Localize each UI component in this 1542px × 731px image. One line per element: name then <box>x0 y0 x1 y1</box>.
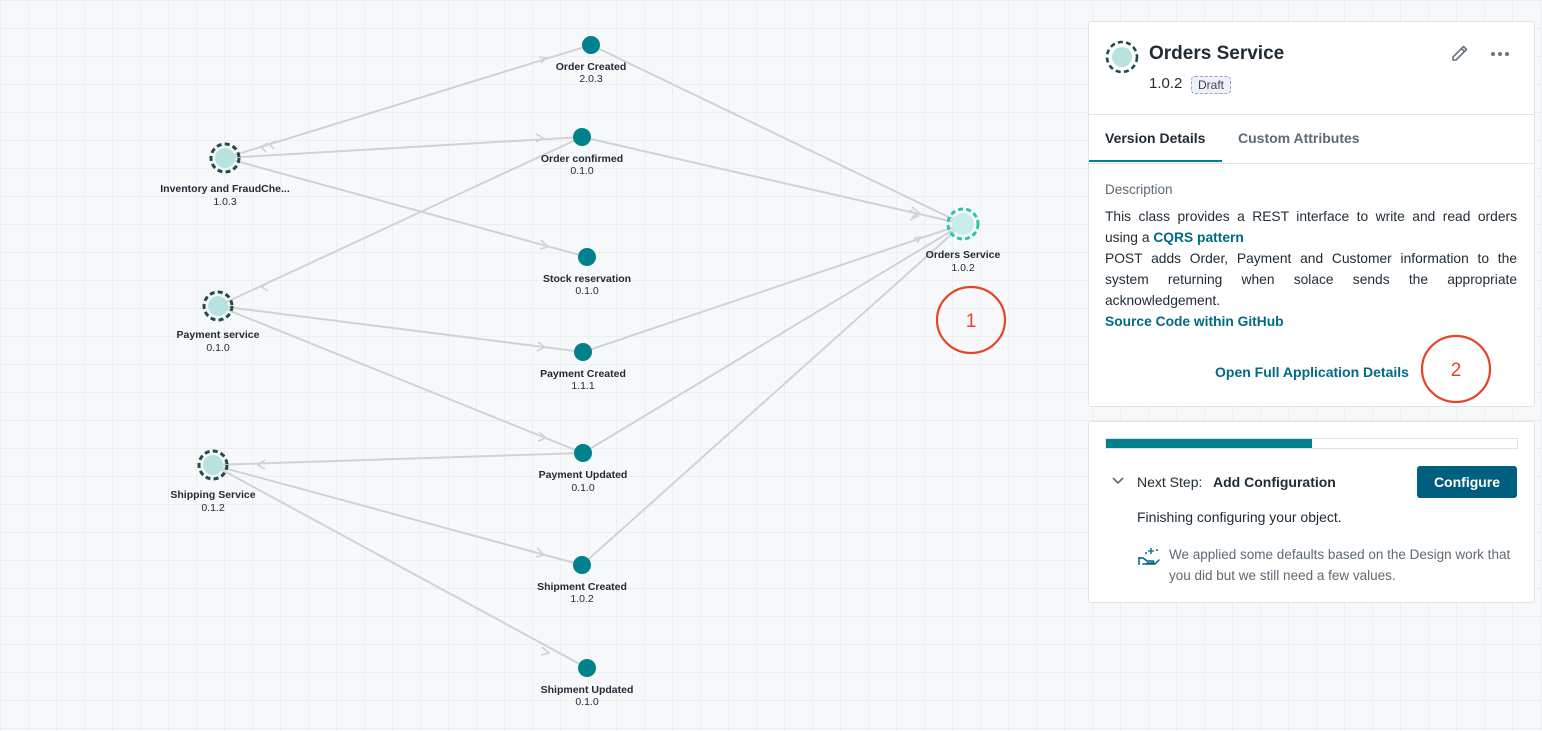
description-label: Description <box>1105 182 1173 197</box>
page-title: Orders Service <box>1149 43 1285 64</box>
next-step-value: Add Configuration <box>1213 474 1336 490</box>
application-node-icon <box>1105 40 1139 74</box>
svg-text:0.1.0: 0.1.0 <box>571 482 595 494</box>
svg-text:2.0.3: 2.0.3 <box>579 73 603 85</box>
svg-text:0.1.0: 0.1.0 <box>575 285 599 297</box>
svg-text:Payment service: Payment service <box>177 329 260 341</box>
svg-text:Shipment Updated: Shipment Updated <box>541 684 634 696</box>
description-line-1: This class provides a REST interface to … <box>1105 209 1517 245</box>
svg-text:1.1.1: 1.1.1 <box>571 380 595 392</box>
pencil-icon[interactable] <box>1449 43 1471 65</box>
event-node-order-confirmed[interactable]: Order confirmed 0.1.0 <box>541 128 623 177</box>
event-graph-canvas[interactable]: Order Created 2.0.3 Order confirmed 0.1.… <box>0 0 1080 731</box>
svg-text:0.1.0: 0.1.0 <box>575 696 599 708</box>
event-node-order-created[interactable]: Order Created 2.0.3 <box>556 36 627 85</box>
app-node-inventory[interactable]: Inventory and FraudChe... 1.0.3 <box>160 142 290 208</box>
svg-text:1: 1 <box>966 311 977 332</box>
status-badge: Draft <box>1191 76 1232 94</box>
event-node-shipment-updated[interactable]: Shipment Updated 0.1.0 <box>541 659 634 708</box>
svg-text:Orders Service: Orders Service <box>926 249 1001 261</box>
defaults-hint-text: We applied some defaults based on the De… <box>1169 547 1511 583</box>
more-horizontal-icon[interactable] <box>1489 44 1511 64</box>
svg-text:Order confirmed: Order confirmed <box>541 153 623 165</box>
progress-fill <box>1106 439 1312 448</box>
description-line-2: POST adds Order, Payment and Customer in… <box>1105 251 1517 308</box>
annotation-marker-1: 1 <box>935 285 1007 355</box>
svg-text:0.1.2: 0.1.2 <box>201 502 225 514</box>
open-full-application-details-link[interactable]: Open Full Application Details <box>1215 364 1409 380</box>
svg-text:Shipment Created: Shipment Created <box>537 581 627 593</box>
event-node-stock-reservation[interactable]: Stock reservation 0.1.0 <box>543 248 631 297</box>
source-code-link[interactable]: Source Code within GitHub <box>1105 314 1284 329</box>
active-tab-indicator <box>1089 160 1222 162</box>
app-node-payment-service[interactable]: Payment service 0.1.0 <box>177 290 260 354</box>
tab-version-details[interactable]: Version Details <box>1105 130 1206 146</box>
chevron-down-icon[interactable] <box>1111 476 1125 486</box>
svg-text:1.0.2: 1.0.2 <box>570 593 594 605</box>
graph-edges <box>212 44 964 669</box>
application-details-panel: Orders Service 1.0.2 Draft Version Detai… <box>1088 21 1535 407</box>
event-node-shipment-created[interactable]: Shipment Created 1.0.2 <box>537 556 627 605</box>
svg-text:Stock reservation: Stock reservation <box>543 273 631 285</box>
svg-text:Inventory and FraudChe...: Inventory and FraudChe... <box>160 183 290 195</box>
version-number: 1.0.2 <box>1149 75 1183 92</box>
progress-bar <box>1105 438 1518 449</box>
svg-text:Order Created: Order Created <box>556 61 627 73</box>
app-node-shipping-service[interactable]: Shipping Service 0.1.2 <box>170 449 256 514</box>
event-node-payment-created[interactable]: Payment Created 1.1.1 <box>540 343 626 392</box>
annotation-marker-2: 2 <box>1420 334 1492 404</box>
finishing-text: Finishing configuring your object. <box>1137 509 1342 525</box>
svg-text:0.1.0: 0.1.0 <box>206 342 230 354</box>
event-node-payment-updated[interactable]: Payment Updated 0.1.0 <box>539 444 628 494</box>
cqrs-pattern-link[interactable]: CQRS pattern <box>1153 230 1244 245</box>
configuration-panel: Next Step: Add Configuration Configure F… <box>1088 421 1535 603</box>
tab-custom-attributes[interactable]: Custom Attributes <box>1238 130 1360 146</box>
next-step-label: Next Step: <box>1137 474 1203 490</box>
svg-text:Shipping Service: Shipping Service <box>170 489 255 501</box>
svg-text:1.0.3: 1.0.3 <box>213 196 237 208</box>
svg-text:1.0.2: 1.0.2 <box>951 262 975 274</box>
description-text: This class provides a REST interface to … <box>1105 206 1517 332</box>
svg-text:0.1.0: 0.1.0 <box>570 165 594 177</box>
app-node-orders-service[interactable]: Orders Service 1.0.2 <box>926 207 1001 274</box>
hand-sparkle-icon <box>1138 548 1160 565</box>
detail-tabs: Version Details Custom Attributes <box>1089 114 1534 164</box>
svg-text:2: 2 <box>1451 360 1462 381</box>
configure-button[interactable]: Configure <box>1417 466 1517 498</box>
svg-text:Payment Updated: Payment Updated <box>539 469 628 481</box>
svg-text:Payment Created: Payment Created <box>540 368 626 380</box>
